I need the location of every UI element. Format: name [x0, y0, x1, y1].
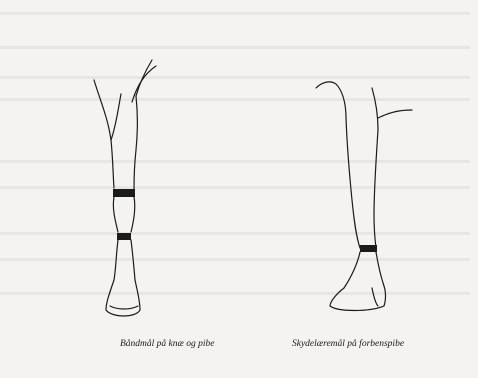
- right-figure-caption: Skydelæremål på forbenspibe: [292, 339, 404, 349]
- left-leg-drawing: [94, 60, 156, 316]
- left-figure-caption: Båndmål på knæ og pibe: [120, 339, 214, 349]
- caliper-band: [360, 245, 377, 252]
- cannon-tape-band: [117, 233, 131, 240]
- knee-tape-band: [113, 189, 135, 197]
- right-leg-drawing: [316, 82, 412, 311]
